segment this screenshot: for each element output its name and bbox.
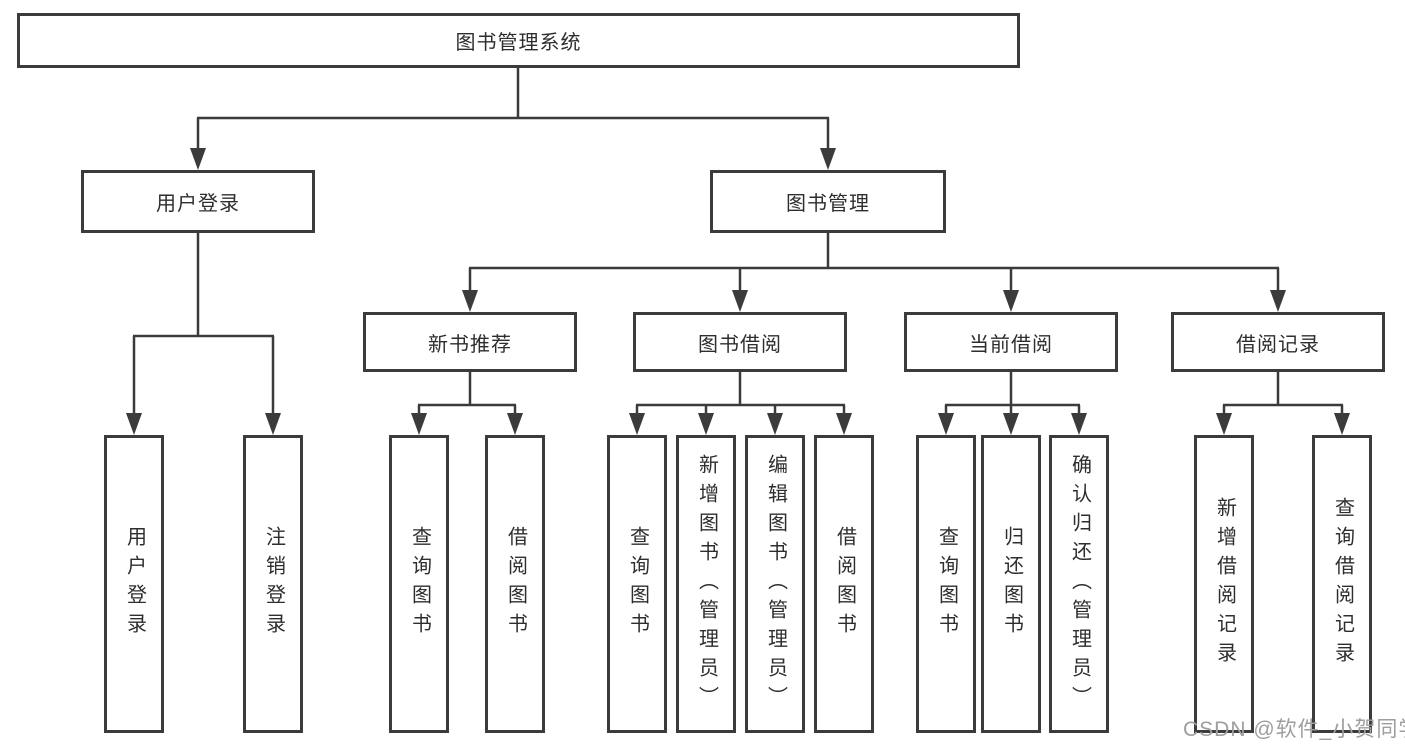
leaf-br-query-record: 查询借阅记录: [1312, 435, 1372, 733]
leaf-label: 用户登录: [123, 526, 146, 642]
leaf-label: 新增图书（管理员）: [695, 453, 718, 715]
leaf-bb-query-books: 查询图书: [607, 435, 667, 733]
leaf-nb-borrow-books: 借阅图书: [485, 435, 545, 733]
leaf-bb-edit-books-admin: 编辑图书（管理员）: [745, 435, 805, 733]
leaf-label: 编辑图书（管理员）: [764, 453, 787, 715]
node-borrow-record: 借阅记录: [1171, 312, 1385, 372]
leaf-label: 借阅图书: [833, 526, 856, 642]
leaf-label: 查询图书: [935, 526, 958, 642]
leaf-label: 查询图书: [626, 526, 649, 642]
node-current-borrow: 当前借阅: [904, 312, 1118, 372]
leaf-user-login: 用户登录: [104, 435, 164, 733]
leaf-bb-add-books-admin: 新增图书（管理员）: [676, 435, 736, 733]
node-new-book-recommend: 新书推荐: [363, 312, 577, 372]
leaf-cb-return-books: 归还图书: [981, 435, 1041, 733]
leaf-bb-borrow-books: 借阅图书: [814, 435, 874, 733]
leaf-label: 归还图书: [1000, 526, 1023, 642]
watermark: CSDN @软件_小贺同学: [1183, 718, 1405, 741]
leaf-cb-query-books: 查询图书: [916, 435, 976, 733]
leaf-br-add-record: 新增借阅记录: [1194, 435, 1254, 733]
leaf-label: 确认归还（管理员）: [1068, 453, 1091, 715]
leaf-label: 注销登录: [262, 526, 285, 642]
node-book-management: 图书管理: [710, 170, 946, 233]
leaf-label: 查询借阅记录: [1331, 497, 1354, 671]
leaf-label: 查询图书: [408, 526, 431, 642]
leaf-label: 借阅图书: [504, 526, 527, 642]
leaf-nb-query-books: 查询图书: [389, 435, 449, 733]
node-library-management-system: 图书管理系统: [17, 13, 1020, 68]
node-book-borrow: 图书借阅: [633, 312, 847, 372]
leaf-label: 新增借阅记录: [1213, 497, 1236, 671]
leaf-logout: 注销登录: [243, 435, 303, 733]
leaf-cb-confirm-return-admin: 确认归还（管理员）: [1049, 435, 1109, 733]
node-user-login: 用户登录: [81, 170, 315, 233]
